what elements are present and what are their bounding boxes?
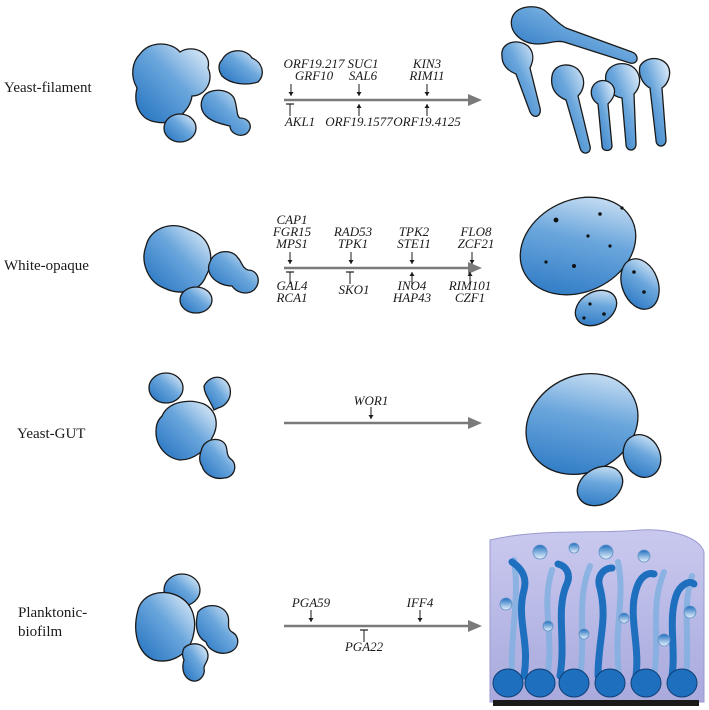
gene-label: RIM101: [448, 278, 492, 293]
activation-marker: [348, 252, 354, 264]
row-label-white-opaque: White-opaque: [4, 258, 89, 274]
gene-label: PGA59: [291, 595, 331, 610]
inhibition-marker: [286, 271, 294, 284]
gene-label: SKO1: [338, 282, 369, 297]
substrate-surface: [493, 700, 699, 706]
gene-label: HAP43: [392, 290, 432, 305]
pathway-arrow-row1: [284, 94, 482, 106]
gene-label: MPS1: [275, 236, 308, 251]
yeast-cells-row3: [148, 372, 236, 480]
gene-label: AKL1: [284, 114, 315, 129]
gene-label: RCA1: [275, 290, 307, 305]
yeast-cells-row2: [143, 225, 259, 314]
row-label-biofilm: biofilm: [18, 624, 62, 640]
gene-label: TPK1: [338, 236, 368, 251]
filamentous-cells-row1: [501, 6, 671, 154]
activation-marker: [368, 407, 374, 419]
gene-label: ZCF21: [458, 236, 495, 251]
activation-marker: [424, 104, 430, 116]
gene-label: SUC1: [347, 56, 378, 71]
inhibition-marker: [360, 629, 368, 642]
pathway-arrow-row4: [284, 620, 482, 632]
gene-regulator-labels: ORF19.217 GRF10 SUC1 SAL6 KIN3 RIM11 AKL…: [272, 56, 495, 654]
pathway-arrow-row2: [284, 262, 482, 274]
gene-label: GRF10: [295, 68, 334, 83]
activation-marker: [288, 84, 294, 96]
row-label-yeast-gut: Yeast-GUT: [17, 426, 85, 442]
gut-cells-row3: [525, 372, 662, 507]
activation-marker: [356, 84, 362, 96]
gene-label: KIN3: [412, 56, 442, 71]
regulation-markers: [286, 84, 475, 642]
activation-marker: [356, 104, 362, 116]
gene-label: GAL4: [276, 278, 308, 293]
biofilm-illustration: [489, 529, 705, 706]
gene-label: TPK2: [399, 224, 430, 239]
activation-marker: [409, 252, 415, 264]
gene-label: RIM11: [408, 68, 444, 83]
activation-marker: [287, 252, 293, 264]
gene-label: IFF4: [406, 595, 434, 610]
gene-label: INO4: [397, 278, 427, 293]
activation-marker: [469, 252, 475, 264]
gene-label: PGA22: [344, 639, 384, 654]
gene-label: RAD53: [333, 224, 373, 239]
activation-marker: [409, 272, 415, 284]
yeast-cells-row4: [135, 573, 239, 682]
gene-label: WOR1: [354, 393, 389, 408]
gene-label: ORF19.217: [283, 56, 345, 71]
activation-marker: [424, 84, 430, 96]
gene-label: CZF1: [455, 290, 485, 305]
gene-label: CAP1: [276, 212, 307, 227]
gene-label: SAL6: [349, 68, 378, 83]
gene-label: FLO8: [459, 224, 492, 239]
pathway-arrow-row3: [284, 417, 482, 429]
activation-marker: [308, 610, 314, 622]
opaque-cells-row2: [519, 196, 660, 327]
row-label-yeast-filament: Yeast-filament: [4, 80, 92, 96]
gene-label: FGR15: [272, 224, 312, 239]
inhibition-marker: [346, 271, 354, 284]
gene-label: STE11: [397, 236, 431, 251]
activation-marker: [417, 610, 423, 622]
yeast-cells-row1: [132, 43, 263, 143]
inhibition-marker: [286, 103, 294, 116]
gene-label: ORF19.1577: [325, 114, 393, 129]
row-label-planktonic: Planktonic-: [18, 605, 87, 621]
activation-marker: [467, 272, 473, 284]
gene-label: ORF19.4125: [393, 114, 461, 129]
